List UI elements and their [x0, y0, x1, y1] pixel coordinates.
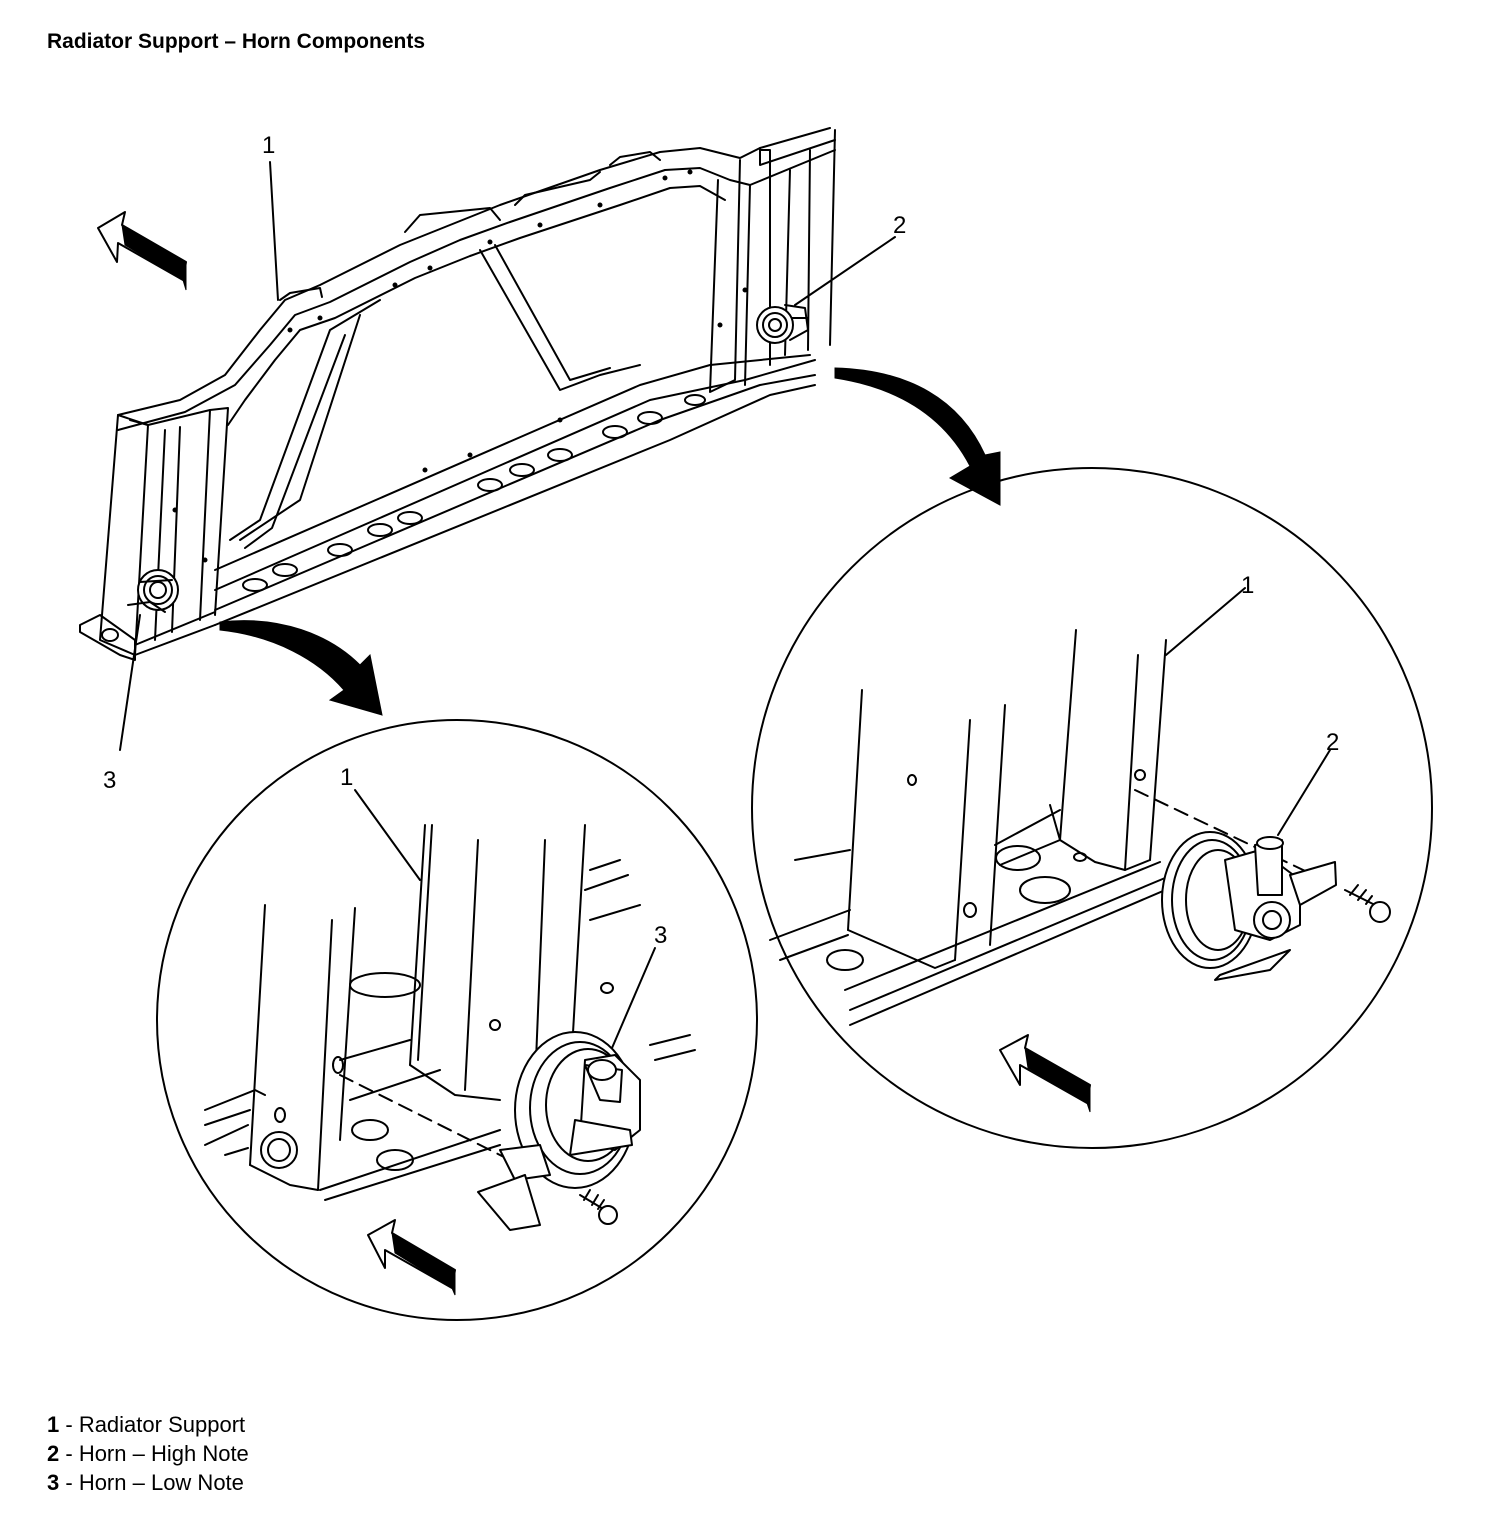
legend-number: 3 [47, 1470, 60, 1495]
leader-line-high-2 [1277, 749, 1331, 836]
legend-label: Radiator Support [78, 1412, 246, 1437]
callout-main-1: 1 [262, 132, 275, 159]
horn-high-note-detail [1161, 831, 1337, 981]
legend-label: Horn – High Note [78, 1441, 249, 1466]
legend-separator: - [59, 1412, 79, 1437]
legend-separator: - [59, 1441, 79, 1466]
callout-detail-right-2: 2 [1326, 729, 1339, 756]
callout-detail-right-1: 1 [1241, 572, 1254, 599]
legend-separator: - [59, 1470, 79, 1495]
leader-line-main-1 [269, 161, 279, 301]
callout-main-2: 2 [893, 212, 906, 239]
legend-item: 1 - Radiator Support [47, 1410, 249, 1439]
detail-circle-high-note [751, 467, 1433, 1149]
callout-detail-left-1: 1 [340, 764, 353, 791]
leader-line-main-3 [119, 614, 141, 751]
leader-line-low-3 [611, 947, 656, 1049]
callout-main-3: 3 [103, 767, 116, 794]
front-direction-arrow-main [97, 211, 187, 291]
front-direction-arrow-low [367, 1219, 456, 1296]
callout-detail-left-3: 3 [654, 922, 667, 949]
detail-circle-low-note [156, 719, 758, 1321]
detail-arrow-right [834, 367, 1001, 506]
legend-item: 2 - Horn – High Note [47, 1439, 249, 1468]
legend-item: 3 - Horn – Low Note [47, 1468, 249, 1497]
leader-line-low-1 [354, 789, 421, 881]
legend: 1 - Radiator Support 2 - Horn – High Not… [47, 1410, 249, 1497]
leader-line-main-2 [794, 236, 896, 306]
bolt-high-note [1344, 884, 1391, 923]
legend-number: 1 [47, 1412, 60, 1437]
legend-number: 2 [47, 1441, 60, 1466]
horn-high-note-main [756, 304, 809, 344]
detail-arrow-left [219, 620, 383, 716]
radiator-support-frame [79, 127, 836, 661]
page-title: Radiator Support – Horn Components [47, 30, 425, 53]
bolt-low-note [579, 1189, 618, 1225]
leader-line-high-1 [1165, 587, 1246, 656]
legend-label: Horn – Low Note [78, 1470, 244, 1495]
front-direction-arrow-high [999, 1034, 1091, 1113]
horn-low-note-main [127, 569, 179, 613]
horn-low-note-detail [477, 1031, 641, 1231]
